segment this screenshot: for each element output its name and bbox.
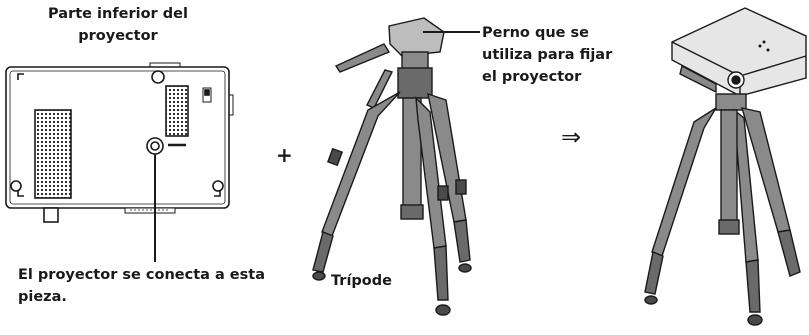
- label-tripod: Trípode: [331, 273, 392, 289]
- label-mounting-bolt: Perno que se utiliza para fijar el proye…: [482, 25, 613, 85]
- projector-bottom-view: [5, 62, 234, 223]
- projector-on-tripod: [644, 7, 807, 326]
- label-projector-bottom: Parte inferior del proyector: [48, 6, 188, 44]
- foot-left: [10, 180, 22, 192]
- foot-top: [151, 70, 165, 84]
- label-connection-point: El proyector se conecta a esta pieza.: [18, 267, 265, 305]
- vent-grille-left: [34, 109, 72, 199]
- vent-grille-right: [165, 85, 189, 137]
- foot-right: [212, 180, 224, 192]
- tripod-illustration: [312, 17, 480, 316]
- implies-arrow: ⇒: [561, 123, 582, 151]
- plus-symbol: +: [276, 143, 293, 167]
